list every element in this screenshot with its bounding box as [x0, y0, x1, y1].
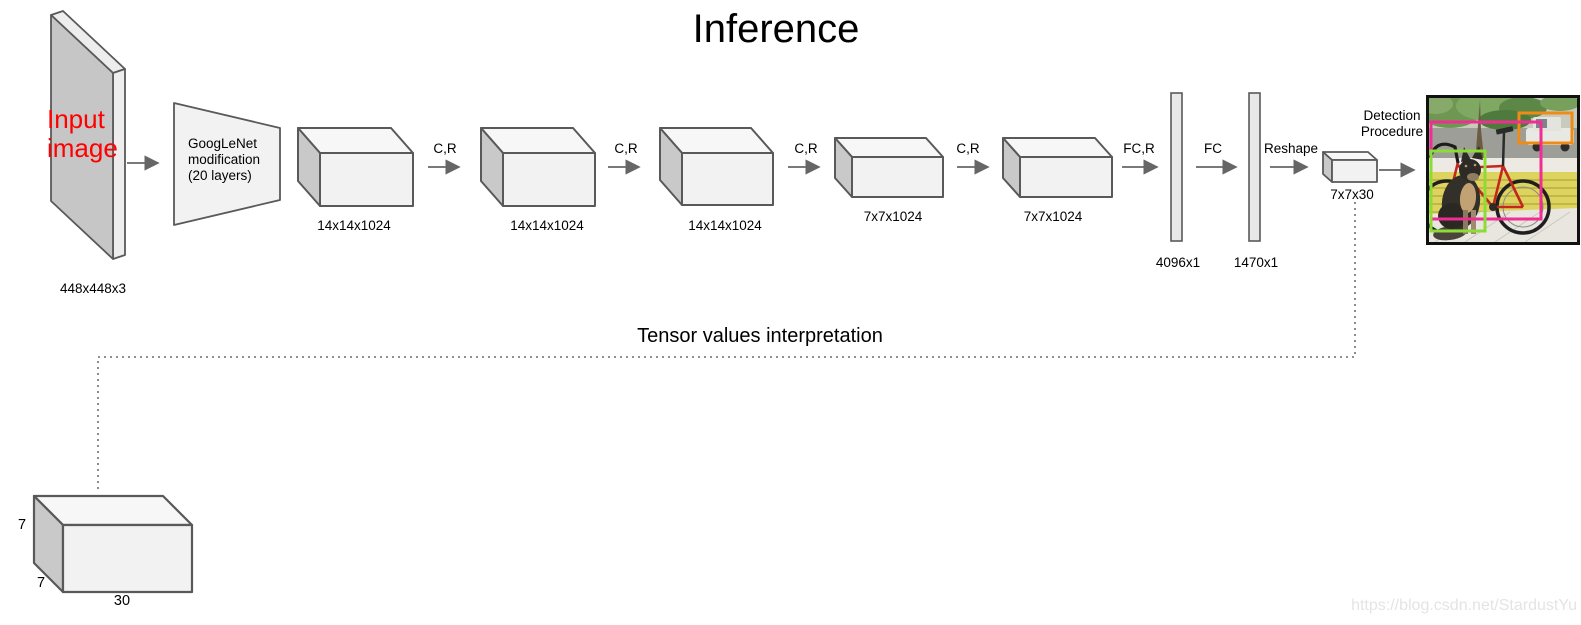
input-image-slab — [50, 10, 126, 260]
detection-line2: Procedure — [1360, 124, 1424, 139]
input-label-line1: Input — [47, 104, 105, 134]
input-dims-label: 448x448x3 — [60, 281, 127, 296]
flow-arrows — [127, 155, 1416, 178]
layer-dims-conv1: 14x14x1024 — [317, 218, 391, 233]
conv-block-3 — [659, 127, 774, 206]
input-image-label: Input image — [47, 105, 118, 163]
layer-dims-output: 7x7x30 — [1330, 187, 1374, 202]
op-label-cr-4: C,R — [956, 141, 980, 156]
op-label-reshape: Reshape — [1263, 141, 1319, 156]
input-slab-side-face — [112, 68, 126, 260]
backbone-label: GoogLeNet modification (20 layers) — [188, 136, 260, 184]
detection-procedure-label: Detection Procedure — [1361, 108, 1423, 140]
tree-trunk — [1472, 100, 1484, 158]
layer-dims-conv4: 7x7x1024 — [863, 209, 923, 224]
detection-line1: Detection — [1363, 108, 1421, 123]
dotted-connector — [97, 202, 1356, 489]
fc-bar-4096 — [1170, 92, 1183, 242]
layer-dims-conv3: 14x14x1024 — [688, 218, 762, 233]
op-label-fcr: FC,R — [1123, 141, 1155, 156]
backbone-line1: GoogLeNet — [188, 136, 258, 151]
layer-dims-conv5: 7x7x1024 — [1023, 209, 1083, 224]
conv-block-1 — [297, 127, 414, 207]
input-slab-front-face — [50, 14, 114, 260]
watermark: https://blog.csdn.net/StardustYu — [1351, 597, 1577, 614]
dog — [1433, 146, 1483, 241]
cube-depth-label: 7 — [37, 575, 46, 591]
interpretation-cube — [32, 494, 194, 594]
cube-width-label: 30 — [113, 593, 131, 609]
fc-bar-1470 — [1248, 92, 1261, 242]
conv-block-5 — [1002, 137, 1113, 198]
page-title: Inference — [692, 7, 860, 51]
tensor-interpretation-title: Tensor values interpretation — [637, 325, 883, 347]
layer-dims-fc1: 4096x1 — [1155, 255, 1201, 270]
backbone-line3: (20 layers) — [188, 168, 252, 183]
detection-photo — [1429, 98, 1577, 242]
bbox-dog — [1429, 149, 1487, 233]
backbone-trapezoid — [173, 102, 281, 226]
conv-block-4 — [834, 137, 944, 198]
op-label-cr-3: C,R — [794, 141, 818, 156]
bbox-car — [1517, 111, 1574, 145]
conv-block-2 — [480, 127, 596, 207]
cube-height-label: 7 — [18, 517, 27, 533]
layer-dims-conv2: 14x14x1024 — [510, 218, 584, 233]
op-label-fc: FC — [1204, 141, 1222, 156]
op-label-cr-1: C,R — [433, 141, 457, 156]
backbone-line2: modification — [188, 152, 261, 167]
input-label-line2: image — [47, 133, 118, 163]
op-label-cr-2: C,R — [614, 141, 638, 156]
output-block — [1322, 151, 1378, 183]
layer-dims-fc2: 1470x1 — [1233, 255, 1279, 270]
photo-frame — [1426, 95, 1580, 245]
bike-stem — [1495, 126, 1514, 135]
